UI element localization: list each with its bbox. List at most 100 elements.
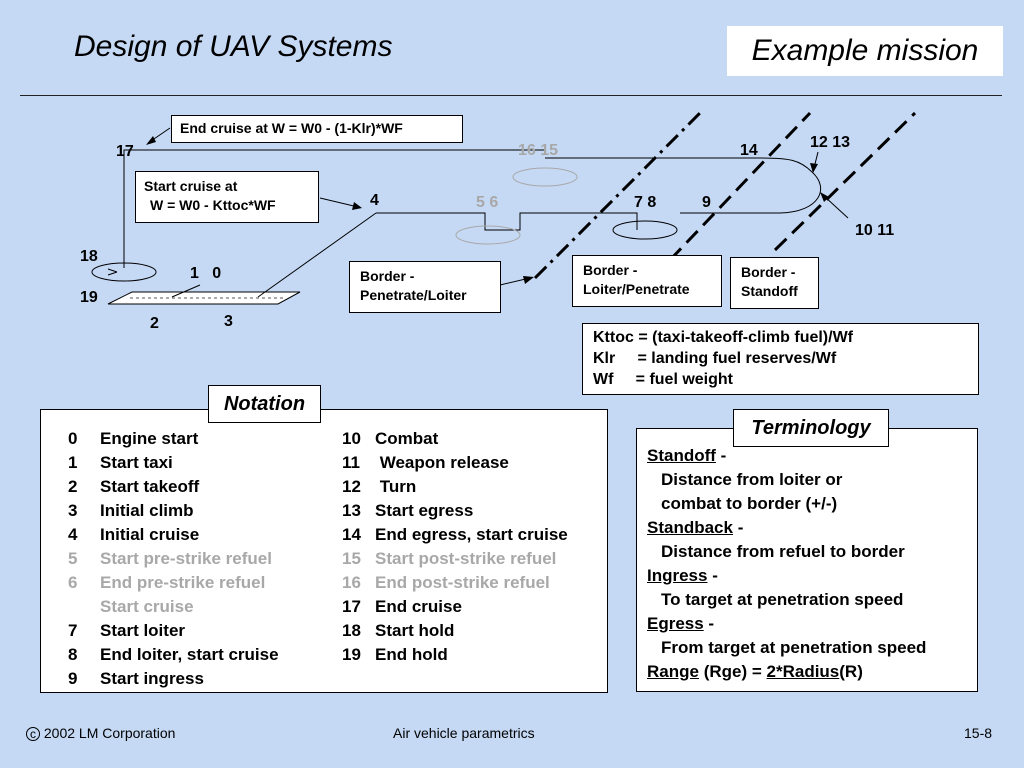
- term-range: Range (Rge) = 2*Radius(R): [647, 660, 863, 684]
- notation-right-item-number: 17: [342, 597, 361, 616]
- border-loiter-line-2: Loiter/Penetrate: [583, 281, 690, 297]
- term-standoff-def-1: Distance from loiter or: [661, 470, 843, 489]
- point-label-18: 18: [80, 248, 98, 265]
- term-range-mid: (Rge) =: [698, 662, 767, 681]
- start-cruise-line-1: Start cruise at: [144, 178, 238, 194]
- notation-right-item-text: Start hold: [375, 621, 455, 640]
- notation-right-item-text: End egress, start cruise: [375, 525, 568, 544]
- notation-right-item-text: Start post-strike refuel: [375, 549, 557, 568]
- page-title: Design of UAV Systems: [74, 30, 393, 63]
- notation-right-item-text: Turn: [375, 477, 417, 496]
- end-cruise-box: End cruise at W = W0 - (1-Klr)*WF: [171, 115, 463, 143]
- term-ingress-def: To target at penetration speed: [661, 590, 904, 609]
- notation-right-item-text: Start egress: [375, 501, 474, 520]
- point-label-14: 14: [740, 142, 758, 159]
- notation-left-item-number: 0: [68, 429, 78, 448]
- term-egress-word: Egress: [647, 614, 704, 633]
- notation-left-item-text: Initial cruise: [100, 525, 200, 544]
- point-label-12-13: 12 13: [810, 134, 851, 151]
- point-label-7-8: 7 8: [634, 194, 657, 211]
- notation-left-item-text: Initial climb: [100, 501, 194, 520]
- definitions-box: Kttoc = (taxi-takeoff-climb fuel)/Wf Klr…: [582, 323, 979, 395]
- notation-left-item-text: Start loiter: [100, 621, 186, 640]
- notation-right-item-number: 18: [342, 621, 361, 640]
- notation-right-item: 18 Start hold: [342, 619, 454, 643]
- point-label-4: 4: [370, 192, 379, 209]
- point-label-9: 9: [702, 194, 711, 211]
- point-label-5-6: 5 6: [476, 194, 499, 211]
- notation-right-item-text: End cruise: [375, 597, 462, 616]
- point-label-17: 17: [116, 143, 134, 160]
- term-standback-def: Distance from refuel to border: [661, 542, 905, 561]
- border-standoff-box: Border - Standoff: [730, 257, 819, 309]
- term-range-radius: 2*Radius: [766, 662, 840, 681]
- notation-right-item: 11 Weapon release: [342, 451, 509, 475]
- border-penetrate-line: [533, 111, 702, 280]
- point-label-2: 2: [150, 315, 159, 332]
- term-range-end: (R): [839, 662, 863, 681]
- poststrike-refuel-orbit: [512, 167, 578, 187]
- term-standoff-word: Standoff: [647, 446, 716, 465]
- border-loiter-line-1: Border -: [583, 262, 638, 278]
- notation-right-item-number: 15: [342, 549, 361, 568]
- end-cruise-text: End cruise at W = W0 - (1-Klr)*WF: [180, 120, 403, 136]
- notation-right-item: 12 Turn: [342, 475, 416, 499]
- footer-copyright: c 2002 LM Corporation: [26, 725, 175, 741]
- notation-right-item-number: 11: [342, 453, 360, 472]
- terminology-panel: [636, 428, 978, 692]
- notation-left-item-text: End pre-strike refuel: [100, 573, 266, 592]
- definition-kttoc: Kttoc = (taxi-takeoff-climb fuel)/Wf: [593, 329, 854, 346]
- outbound-path: [376, 212, 638, 231]
- term-ingress-word: Ingress: [647, 566, 708, 585]
- notation-left-item: Start cruise: [68, 595, 194, 619]
- copyright-icon: c: [26, 727, 40, 741]
- notation-left-item: 8 End loiter, start cruise: [68, 643, 279, 667]
- notation-right-item: 14 End egress, start cruise: [342, 523, 568, 547]
- prestrike-refuel-orbit: [455, 225, 521, 245]
- term-standback-word: Standback: [647, 518, 733, 537]
- notation-left-item-text: End loiter, start cruise: [100, 645, 279, 664]
- climb-path: [257, 212, 377, 298]
- border-standoff-line-2: Standoff: [741, 283, 798, 299]
- notation-left-item-number: 2: [68, 477, 78, 496]
- notation-left-item-text: Start pre-strike refuel: [100, 549, 272, 568]
- notation-panel: [40, 409, 608, 693]
- term-egress: Egress -: [647, 612, 714, 636]
- title-divider: [20, 95, 1002, 96]
- border-standoff-line: [773, 111, 917, 252]
- notation-left-item-number: 1: [68, 453, 78, 472]
- notation-right-item-number: 14: [342, 525, 361, 544]
- notation-right-item-number: 10: [342, 429, 361, 448]
- return-path: [123, 149, 545, 268]
- start-cruise-box: Start cruise at W = W0 - Kttoc*WF: [135, 171, 319, 223]
- turn-path: [545, 157, 822, 214]
- notation-right-item-number: 19: [342, 645, 361, 664]
- notation-right-item-text: End hold: [375, 645, 448, 664]
- subtitle-box: Example mission: [727, 26, 1003, 76]
- term-standoff-def-2: combat to border (+/-): [661, 494, 838, 513]
- notation-right-item-text: End post-strike refuel: [375, 573, 550, 592]
- notation-right-item: 17 End cruise: [342, 595, 462, 619]
- notation-right-item: 15 Start post-strike refuel: [342, 547, 556, 571]
- notation-left-item-text: Engine start: [100, 429, 199, 448]
- border-loiter-box: Border - Loiter/Penetrate: [572, 255, 722, 307]
- point-label-3: 3: [224, 313, 233, 330]
- term-standback: Standback -: [647, 516, 743, 540]
- border-loiter-line: [668, 111, 812, 262]
- notation-left-item-number: 8: [68, 645, 78, 664]
- notation-left-item-number: 7: [68, 621, 78, 640]
- definition-wf: Wf = fuel weight: [593, 371, 733, 388]
- term-standoff: Standoff -: [647, 444, 726, 468]
- notation-right-item-number: 12: [342, 477, 361, 496]
- footer-page-number: 15-8: [964, 725, 993, 741]
